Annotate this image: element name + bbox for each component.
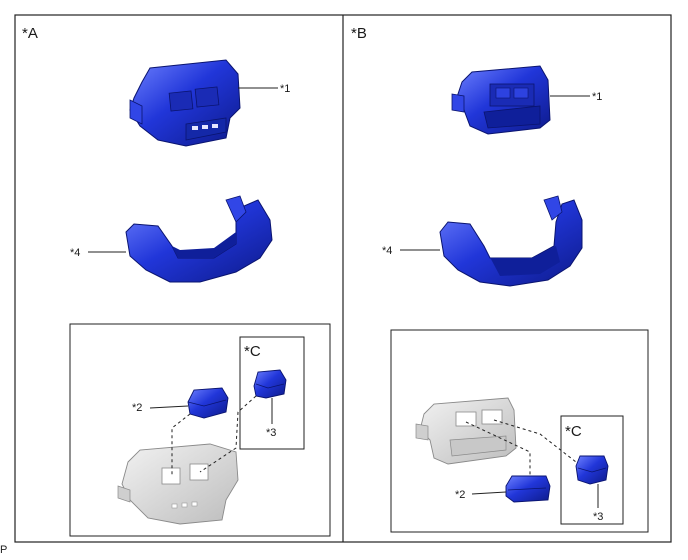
figure-code: P xyxy=(0,544,8,556)
panel-b-part4-garnish xyxy=(439,195,583,287)
callout-b-part3: *3 xyxy=(593,511,603,523)
panel-a-part1-bezel xyxy=(129,59,241,147)
panel-b-switch-part3 xyxy=(575,455,609,485)
callout-a-part3: *3 xyxy=(266,427,276,439)
callout-leader-b2 xyxy=(471,491,507,495)
callout-leader-a2 xyxy=(149,405,189,409)
panel-b-detail-c-box xyxy=(560,415,624,525)
callout-a-part4: *4 xyxy=(70,247,80,259)
callout-a-part1: *1 xyxy=(280,83,290,95)
panel-b-part1-bracket xyxy=(451,65,551,135)
install-line-b3 xyxy=(493,419,577,463)
panel-b-ghost-bracket xyxy=(415,397,517,465)
panel-a-detail-c-label: *C xyxy=(244,343,261,360)
panel-a-part4-garnish xyxy=(125,195,273,283)
callout-b-part1: *1 xyxy=(592,91,602,103)
panel-b-detail-c-label: *C xyxy=(565,423,582,440)
panel-a-detail-c-box xyxy=(239,336,305,450)
panel-b-detail-box xyxy=(390,329,649,533)
panel-b-label: *B xyxy=(351,25,367,42)
callout-b-part2: *2 xyxy=(455,489,465,501)
panel-a-label: *A xyxy=(22,25,38,42)
panel-b-switch-part2 xyxy=(505,475,551,503)
install-line-a2 xyxy=(171,413,191,476)
panel-a-ghost-bezel xyxy=(117,443,239,525)
callout-b-part4: *4 xyxy=(382,245,392,257)
panel-a-detail-box xyxy=(69,323,331,537)
panel-a-switch-part3 xyxy=(253,369,287,399)
panel-a-switch-part2 xyxy=(187,387,229,419)
install-line-a3 xyxy=(199,395,257,473)
install-line-b2 xyxy=(465,421,531,476)
callout-a-part2: *2 xyxy=(132,402,142,414)
